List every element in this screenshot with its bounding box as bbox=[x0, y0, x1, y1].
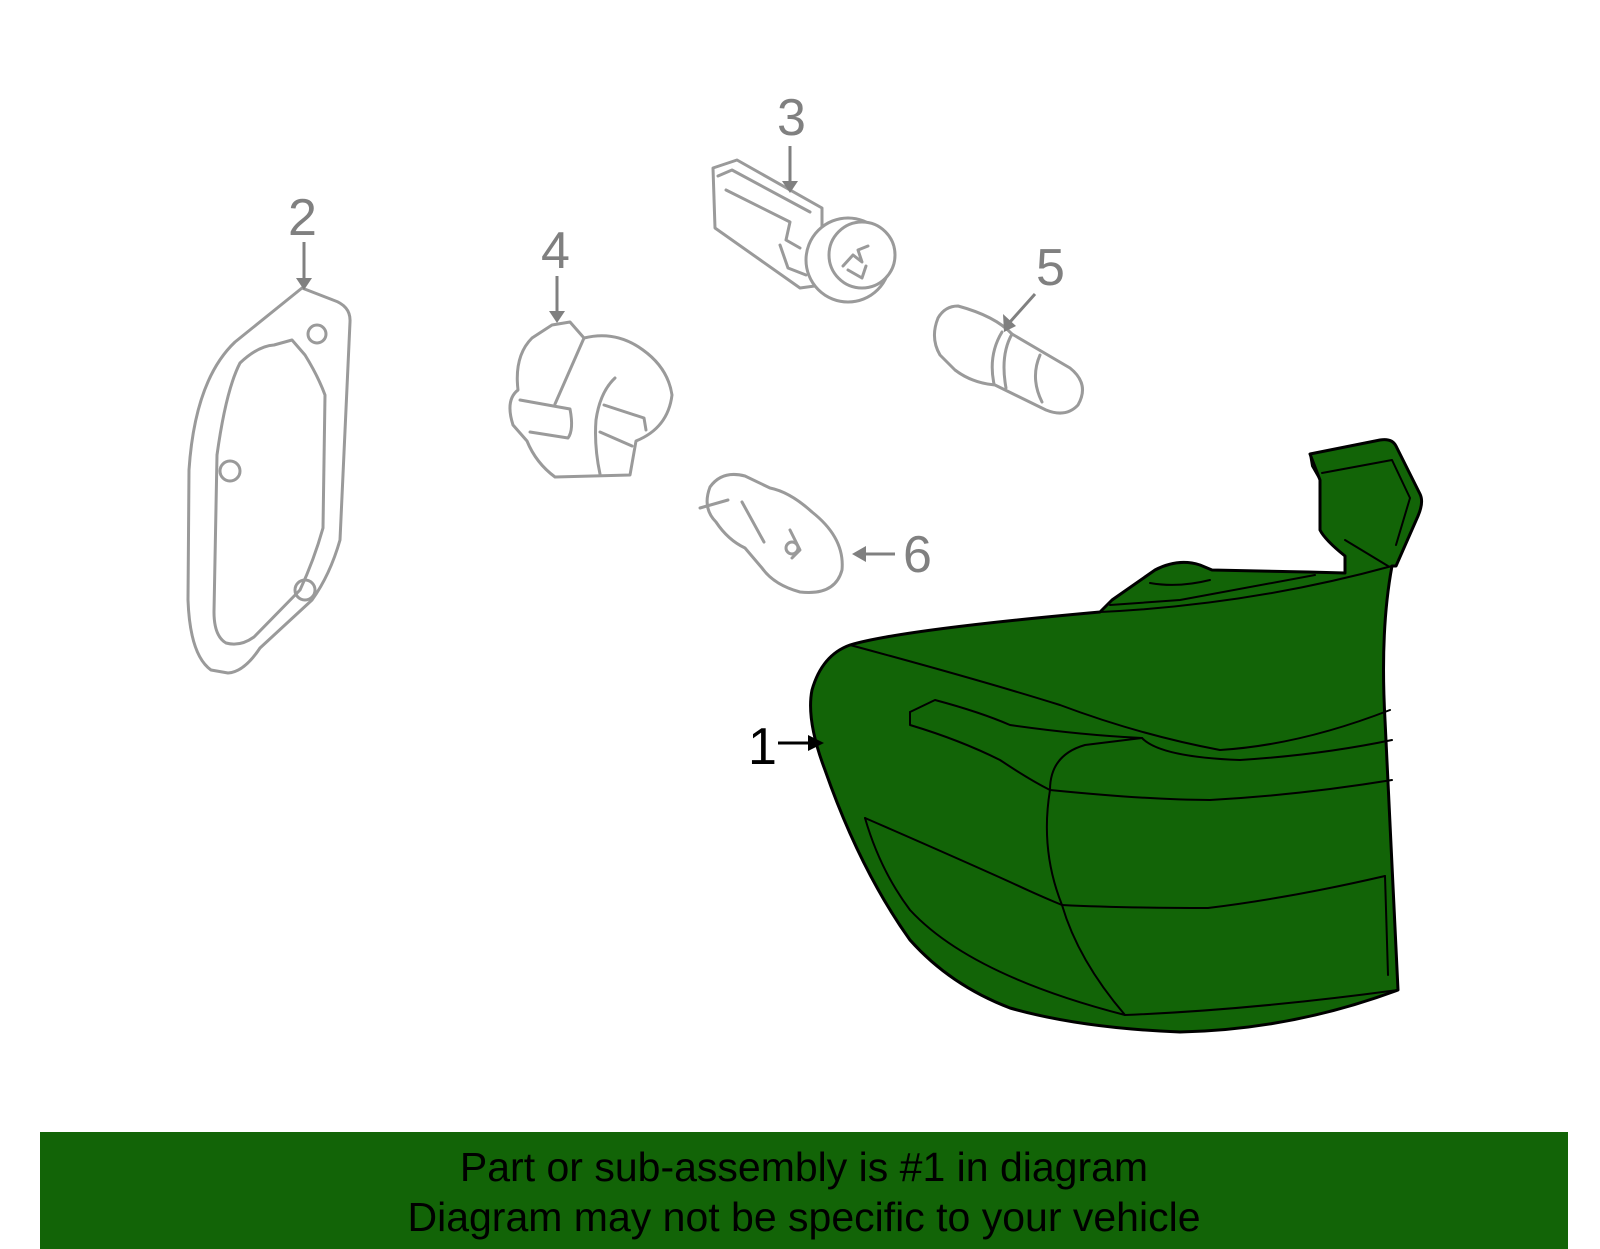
part-4-arrowhead bbox=[549, 311, 565, 323]
part-4-socket-housing bbox=[508, 320, 674, 479]
part-5-leader bbox=[1008, 293, 1037, 323]
part-1-arrowhead bbox=[808, 735, 824, 751]
part-6-callout: 6 bbox=[903, 526, 932, 584]
part-6-arrowhead bbox=[852, 546, 866, 562]
part-1-tail-lamp-assembly bbox=[809, 438, 1424, 1034]
part-5-arrowhead bbox=[1003, 314, 1016, 332]
part-1-callout: 1 bbox=[748, 718, 777, 776]
part-5-callout: 5 bbox=[1036, 239, 1065, 297]
part-2-callout: 2 bbox=[288, 189, 317, 247]
part-2-arrowhead bbox=[296, 278, 312, 290]
part-2-gasket bbox=[186, 286, 352, 675]
part-3-callout: 3 bbox=[777, 89, 806, 147]
banner-line-2: Diagram may not be specific to your vehi… bbox=[407, 1194, 1201, 1240]
part-4-callout: 4 bbox=[541, 222, 570, 280]
banner-line-1: Part or sub-assembly is #1 in diagram bbox=[459, 1144, 1149, 1190]
part-3-bulb-socket bbox=[711, 158, 897, 304]
part-3-arrowhead bbox=[782, 181, 798, 193]
disclaimer-banner: Part or sub-assembly is #1 in diagram Di… bbox=[40, 1132, 1568, 1249]
part-5-wedge-bulb bbox=[933, 304, 1084, 415]
part-6-bulb bbox=[698, 472, 844, 595]
